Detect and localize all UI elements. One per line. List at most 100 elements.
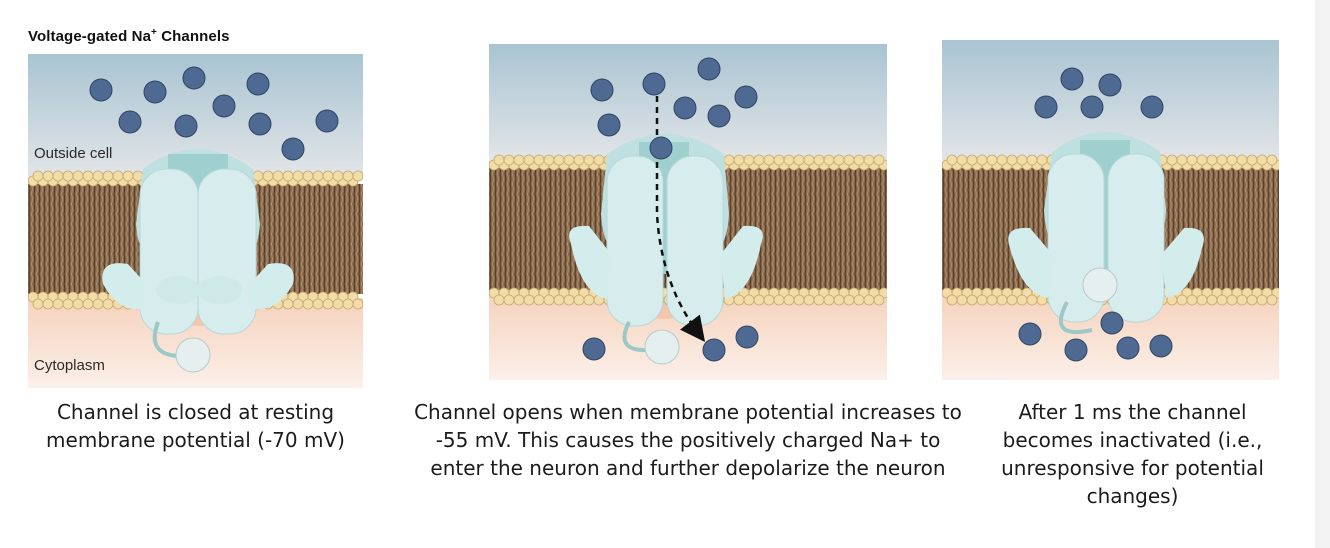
lipid-head xyxy=(292,298,304,310)
lipid-head xyxy=(966,154,978,166)
sodium-ions xyxy=(89,66,339,161)
lipid-head xyxy=(1016,154,1028,166)
lipid-head xyxy=(1176,294,1188,306)
lipid-head xyxy=(996,294,1008,306)
lipid-head xyxy=(523,154,535,166)
lipid-head xyxy=(1266,294,1278,306)
lipid-head xyxy=(332,170,344,182)
lipid-head xyxy=(793,154,805,166)
lipid-head xyxy=(1036,154,1048,166)
lipid-head xyxy=(1256,154,1268,166)
lipid-head xyxy=(803,154,815,166)
lipid-head xyxy=(553,154,565,166)
lipid-head xyxy=(1186,294,1198,306)
lipid-head xyxy=(803,294,815,306)
lipid-head xyxy=(583,154,595,166)
lipid-head xyxy=(573,294,585,306)
closed-channel-diagram: Outside cell Cytoplasm xyxy=(28,54,363,388)
lipid-head xyxy=(543,154,555,166)
lipid-head xyxy=(583,294,595,306)
lipid-head xyxy=(92,298,104,310)
lipid-head xyxy=(332,298,344,310)
lipid-head xyxy=(1266,154,1278,166)
lipid-head xyxy=(853,154,865,166)
lipid-head xyxy=(763,154,775,166)
caption-inactivated: After 1 ms the channel becomes inactivat… xyxy=(1001,400,1264,508)
lipid-head xyxy=(342,170,354,182)
lipid-head xyxy=(563,294,575,306)
inactivation-gate-icon xyxy=(175,337,211,373)
lipid-head xyxy=(1216,154,1228,166)
lipid-head xyxy=(312,170,324,182)
lipid-head xyxy=(523,294,535,306)
lipid-head xyxy=(503,154,515,166)
lipid-head xyxy=(563,154,575,166)
lipid-head xyxy=(733,294,745,306)
lipid-head xyxy=(1226,294,1238,306)
lipid-head xyxy=(513,154,525,166)
lipid-head xyxy=(553,294,565,306)
lipid-head xyxy=(342,298,354,310)
lipid-head xyxy=(543,294,555,306)
lipid-head xyxy=(1006,294,1018,306)
lipid-head xyxy=(62,170,74,182)
lipid-head xyxy=(743,154,755,166)
lipid-head xyxy=(1196,294,1208,306)
lipid-head xyxy=(833,154,845,166)
panel-open xyxy=(489,44,887,380)
lipid-head xyxy=(966,294,978,306)
lipid-head xyxy=(1176,154,1188,166)
lipid-head xyxy=(122,170,134,182)
sodium-ions xyxy=(582,57,759,362)
lipid-head xyxy=(92,170,104,182)
lipid-head xyxy=(813,154,825,166)
lipid-head xyxy=(813,294,825,306)
lipid-head xyxy=(1016,294,1028,306)
lipid-head xyxy=(102,170,114,182)
lipid-head xyxy=(956,294,968,306)
channel-protein-icon xyxy=(569,134,763,327)
caption-open: Channel opens when membrane potential in… xyxy=(414,400,962,480)
lipid-head xyxy=(946,294,958,306)
channel-protein-icon xyxy=(1008,132,1204,323)
lipid-head xyxy=(1186,154,1198,166)
lipid-head xyxy=(1026,154,1038,166)
lipid-head xyxy=(493,154,505,166)
ion-flow-arrow-icon xyxy=(655,96,706,342)
lipid-head xyxy=(976,294,988,306)
lipid-head xyxy=(132,170,144,182)
lipid-head xyxy=(793,294,805,306)
lipid-head xyxy=(322,170,334,182)
lipid-head xyxy=(252,170,264,182)
lipid-head xyxy=(1246,154,1258,166)
lipid-head xyxy=(292,170,304,182)
lipid-head xyxy=(863,154,875,166)
lipid-head xyxy=(352,298,363,310)
lipid-head xyxy=(1236,294,1248,306)
lipid-head xyxy=(533,154,545,166)
lipid-head xyxy=(503,294,515,306)
lipid-head xyxy=(1216,294,1228,306)
panel-inactivated xyxy=(942,40,1279,380)
lipid-head xyxy=(1206,294,1218,306)
lipid-head xyxy=(996,154,1008,166)
lipid-head xyxy=(1166,154,1178,166)
lipid-head xyxy=(873,294,885,306)
lipid-head xyxy=(82,298,94,310)
lipid-head xyxy=(312,298,324,310)
lipid-head xyxy=(352,170,363,182)
lipid-head xyxy=(763,294,775,306)
lipid-head xyxy=(1256,294,1268,306)
outside-cell-label: Outside cell xyxy=(34,145,112,162)
lipid-head xyxy=(946,154,958,166)
lipid-head xyxy=(52,298,64,310)
lipid-head xyxy=(112,170,124,182)
lipid-head xyxy=(723,154,735,166)
lipid-head xyxy=(42,298,54,310)
open-channel-diagram xyxy=(489,44,887,380)
lipid-head xyxy=(873,154,885,166)
lipid-head xyxy=(753,294,765,306)
lipid-head xyxy=(783,154,795,166)
lipid-head xyxy=(72,298,84,310)
lipid-head xyxy=(282,298,294,310)
